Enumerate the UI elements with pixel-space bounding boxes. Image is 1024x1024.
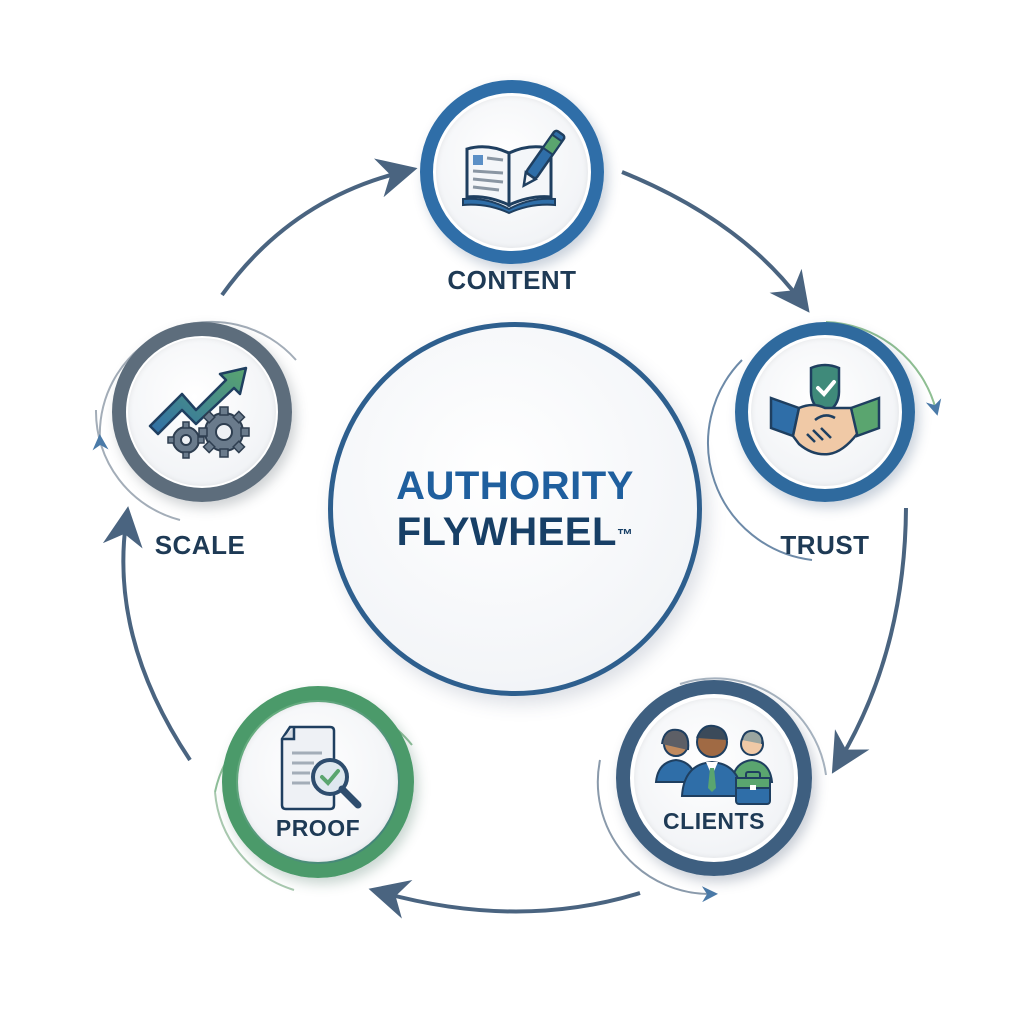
label-scale: SCALE — [154, 530, 246, 560]
node-content — [420, 80, 604, 264]
label-content: CONTENT — [447, 265, 577, 295]
node-clients: CLIENTS — [616, 680, 812, 876]
arrow-trust-to-clients — [831, 507, 908, 774]
node-trust — [735, 322, 915, 502]
arrow-proof-to-scale — [102, 506, 192, 762]
small-gear — [167, 421, 205, 459]
hub-title-flywheel: FLYWHEEL — [396, 510, 617, 554]
label-clients: CLIENTS — [663, 807, 765, 834]
arrow-clients-to-proof — [368, 879, 641, 919]
node-scale — [112, 322, 292, 502]
handshake-shield-icon — [769, 363, 881, 456]
center-hub: AUTHORITY FLYWHEEL™ — [328, 322, 702, 696]
hub-title-line2: FLYWHEEL™ — [397, 509, 634, 555]
label-proof: PROOF — [275, 814, 361, 841]
hub-title-line1: AUTHORITY — [396, 464, 634, 508]
arrow-content-to-trust — [621, 170, 810, 313]
node-proof: PROOF — [222, 686, 414, 878]
arrow-scale-to-content — [220, 158, 418, 297]
document-magnifier-check-icon — [280, 725, 362, 810]
trademark-symbol: ™ — [616, 527, 634, 544]
open-book-pen-icon — [462, 129, 566, 215]
people-briefcase-icon — [654, 724, 774, 805]
label-trust: TRUST — [780, 530, 870, 560]
growth-arrow-gears-icon — [148, 366, 250, 459]
large-gear — [198, 406, 250, 458]
